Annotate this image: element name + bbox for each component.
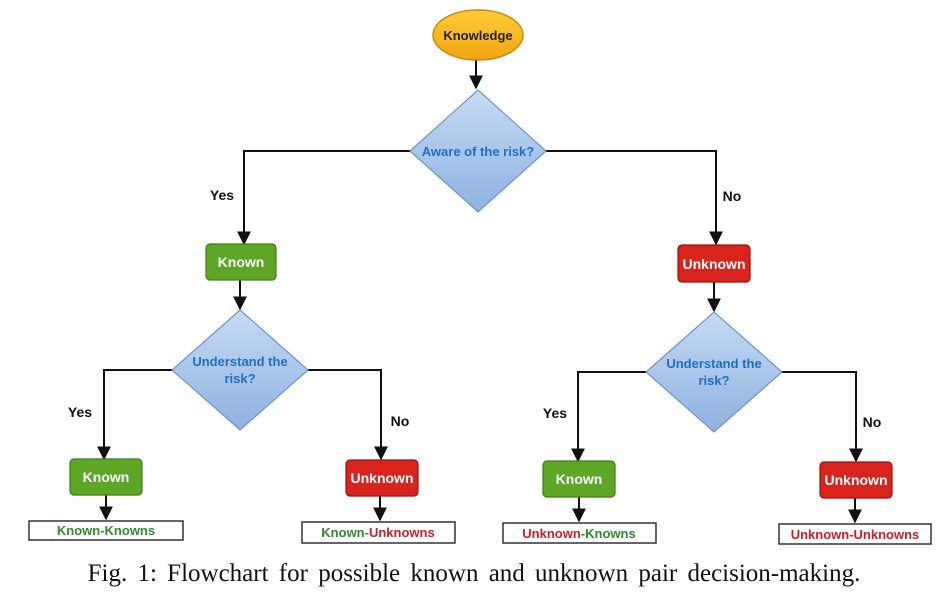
edge-q2-right-yes: [571, 371, 648, 463]
node-unknown-level2: [677, 244, 751, 283]
result-4-sep: -: [849, 527, 853, 542]
result-3-second: Knowns: [585, 526, 636, 541]
result-label-1: Known-Knowns: [57, 523, 155, 538]
result-3-sep: -: [581, 526, 585, 541]
node-unknown-level2-label: Unknown: [683, 256, 746, 272]
result-box-3: [502, 522, 657, 544]
result-4-second: Unknowns: [854, 527, 920, 542]
root-label: Knowledge: [443, 28, 512, 43]
result-4-first: Unknown: [791, 527, 850, 542]
edge-q2-right-no: [780, 371, 863, 463]
result-1-second: Knowns: [105, 523, 156, 538]
node-known-leaf-3-label: Known: [556, 471, 603, 487]
node-known-leaf-1: [69, 458, 143, 496]
edge-label-yes-left: Yes: [68, 404, 92, 420]
node-known-leaf-1-label: Known: [83, 469, 130, 485]
node-unknown-leaf-4-label: Unknown: [825, 472, 888, 488]
decision-understand-left-line2: risk?: [224, 371, 255, 386]
edge-q2-left-yes: [97, 369, 174, 461]
decision-understand-left-line1: Understand the: [192, 354, 287, 369]
decision-understand-right: [645, 311, 783, 433]
result-label-4: Unknown-Unknowns: [791, 527, 920, 542]
root-node: [432, 9, 524, 61]
edge-q1-yes: [237, 150, 412, 246]
result-label-2: Known-Unknowns: [321, 525, 434, 540]
edge-q1-no: [544, 150, 723, 246]
result-box-1: [28, 520, 184, 541]
flowchart-svg: Knowledge Aware of the risk? Yes No Know…: [28, 9, 932, 545]
node-known-level2: [205, 243, 277, 281]
result-2-second: Unknowns: [369, 525, 435, 540]
decision-understand-right-line1: Understand the: [666, 356, 761, 371]
connectors: [97, 60, 863, 524]
decision-aware-of-risk: [409, 89, 547, 213]
decision-aware-label: Aware of the risk?: [422, 144, 535, 159]
edge-q2-left-no: [306, 369, 388, 461]
result-3-first: Unknown: [522, 526, 581, 541]
result-label-3: Unknown-Knowns: [522, 526, 635, 541]
result-2-first: Known: [321, 525, 364, 540]
figure-caption: Fig. 1: Flowchart for possible known and…: [87, 560, 861, 587]
decision-understand-left: [171, 309, 309, 431]
node-known-leaf-3: [542, 460, 616, 498]
edge-label-yes-right: Yes: [543, 405, 567, 421]
edge-label-no-right: No: [863, 414, 882, 430]
result-1-sep: -: [100, 523, 104, 538]
result-box-2: [301, 521, 456, 544]
result-2-sep: -: [365, 525, 369, 540]
node-known-level2-label: Known: [218, 254, 265, 270]
decision-understand-right-line2: risk?: [698, 373, 729, 388]
node-unknown-leaf-4: [819, 461, 893, 499]
node-unknown-leaf-2: [345, 459, 419, 497]
edge-label-yes-top: Yes: [210, 187, 234, 203]
node-unknown-leaf-2-label: Unknown: [351, 470, 414, 486]
edge-label-no-top: No: [723, 188, 742, 204]
result-box-4: [778, 523, 932, 545]
edge-label-no-left: No: [391, 413, 410, 429]
result-1-first: Known: [57, 523, 100, 538]
